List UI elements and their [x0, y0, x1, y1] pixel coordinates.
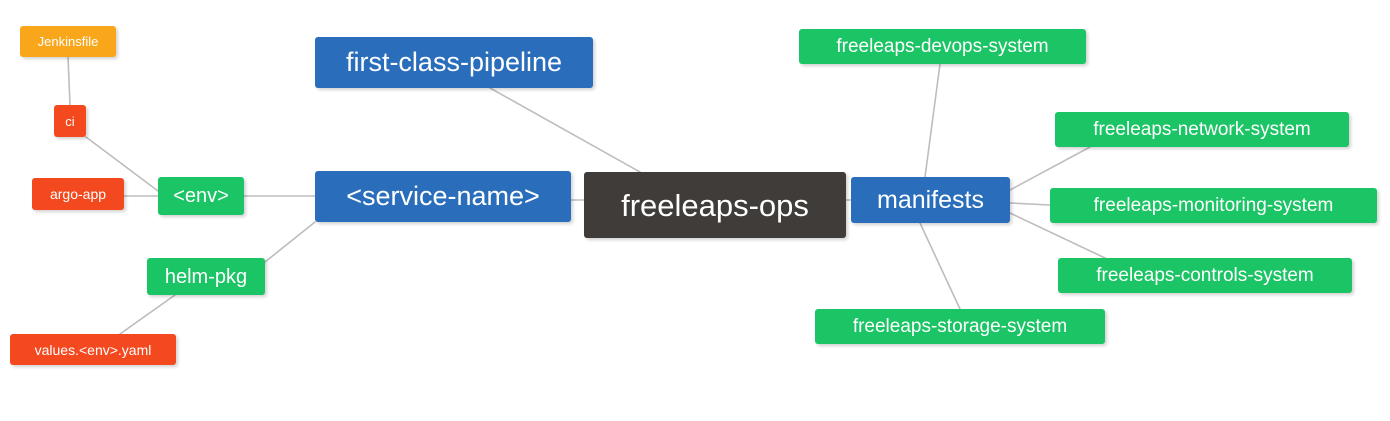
edge-manifests-to-freeleaps-devops-system — [924, 63, 941, 178]
node-first-class-pipeline[interactable]: first-class-pipeline — [315, 37, 593, 88]
node-freeleaps-storage-system[interactable]: freeleaps-storage-system — [815, 309, 1105, 344]
node-label-service-name: <service-name> — [346, 181, 540, 211]
node-service-name[interactable]: <service-name> — [315, 171, 571, 222]
node-label-jenkinsfile: Jenkinsfile — [37, 34, 99, 49]
node-helm-pkg[interactable]: helm-pkg — [147, 258, 265, 295]
node-manifests[interactable]: manifests — [851, 177, 1010, 223]
node-jenkinsfile[interactable]: Jenkinsfile — [20, 26, 116, 57]
node-env[interactable]: <env> — [158, 177, 244, 215]
node-label-freeleaps-ops: freeleaps-ops — [621, 187, 809, 223]
node-values-yaml[interactable]: values.<env>.yaml — [10, 334, 176, 365]
node-label-env: <env> — [173, 185, 229, 207]
node-freeleaps-ops[interactable]: freeleaps-ops — [584, 172, 846, 238]
node-label-manifests: manifests — [877, 185, 984, 214]
node-label-freeleaps-storage-system: freeleaps-storage-system — [852, 316, 1068, 337]
node-label-freeleaps-controls-system: freeleaps-controls-system — [1096, 265, 1314, 286]
edge-manifests-to-freeleaps-monitoring-system — [1009, 202, 1051, 206]
node-ci[interactable]: ci — [54, 105, 86, 137]
node-label-freeleaps-network-system: freeleaps-network-system — [1093, 119, 1311, 140]
node-label-first-class-pipeline: first-class-pipeline — [345, 47, 563, 77]
edge-helm-pkg-to-values-yaml — [119, 294, 176, 335]
node-argo-app[interactable]: argo-app — [32, 178, 124, 210]
edge-manifests-to-freeleaps-storage-system — [919, 222, 961, 310]
node-label-ci: ci — [65, 113, 75, 129]
edge-service-name-to-helm-pkg — [264, 221, 316, 263]
node-freeleaps-monitoring-system[interactable]: freeleaps-monitoring-system — [1050, 188, 1377, 223]
node-freeleaps-controls-system[interactable]: freeleaps-controls-system — [1058, 258, 1352, 293]
node-label-freeleaps-devops-system: freeleaps-devops-system — [836, 36, 1049, 57]
edge-jenkinsfile-to-ci — [67, 56, 71, 106]
node-freeleaps-devops-system[interactable]: freeleaps-devops-system — [799, 29, 1086, 64]
node-freeleaps-network-system[interactable]: freeleaps-network-system — [1055, 112, 1349, 147]
edge-manifests-to-freeleaps-network-system — [1009, 146, 1091, 191]
node-label-helm-pkg: helm-pkg — [164, 265, 248, 288]
node-label-argo-app: argo-app — [49, 186, 107, 202]
node-label-freeleaps-monitoring-system: freeleaps-monitoring-system — [1093, 195, 1334, 216]
node-label-values-yaml: values.<env>.yaml — [34, 341, 152, 358]
edge-first-class-pipeline-to-freeleaps-ops — [489, 87, 641, 173]
